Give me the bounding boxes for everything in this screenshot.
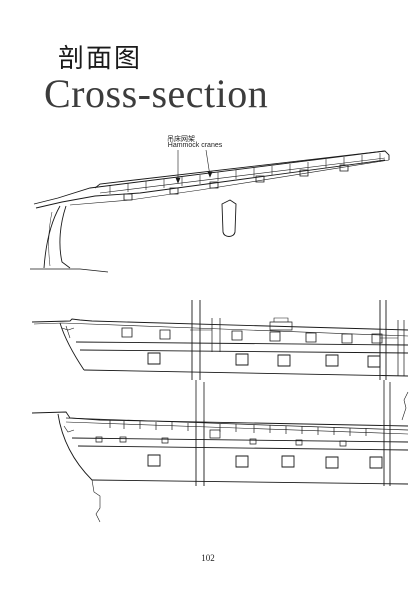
page-title-english: Cross-section <box>44 71 269 116</box>
drawing-hammock-cranes <box>30 151 389 272</box>
page-title-chinese: 剖面图 <box>58 44 143 74</box>
hammock-cranes-label-chinese: 吊床网架 <box>167 135 195 143</box>
hammock-cranes-label-english: Hammock cranes <box>167 142 223 149</box>
leader-lines <box>176 150 212 183</box>
drawing-side-view-middle <box>32 300 408 380</box>
page-number: 102 <box>201 553 215 563</box>
drawing-side-view-lower <box>32 380 408 522</box>
